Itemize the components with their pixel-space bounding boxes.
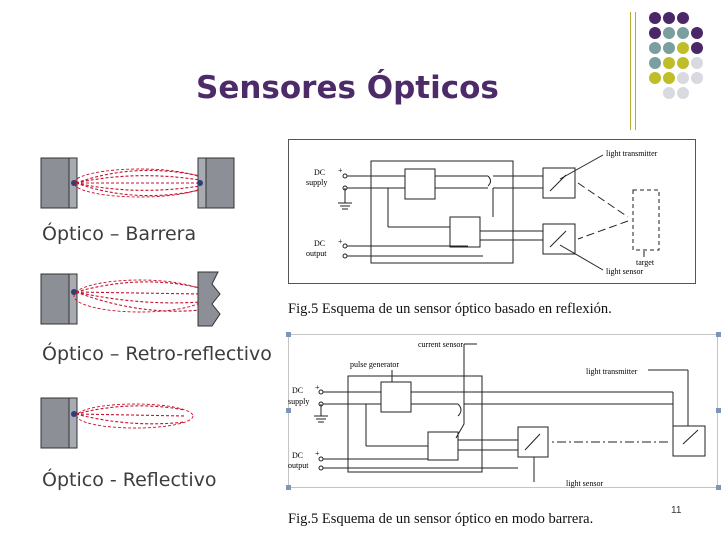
d1-plus-label: + (338, 166, 343, 175)
caption-reflective: Óptico - Reflectivo (42, 469, 217, 491)
d1-output-label: output (306, 249, 327, 258)
diagram2-caption: Fig.5 Esquema de un sensor óptico en mod… (288, 511, 594, 527)
reflective-sensor-illustration (40, 397, 194, 449)
decorative-dot (649, 57, 661, 69)
retro-beam (73, 279, 207, 313)
decorative-dot (663, 42, 675, 54)
decorative-dot (677, 72, 689, 84)
selection-handle-br (716, 485, 721, 490)
decorative-dot (691, 27, 703, 39)
decorative-dot (691, 57, 703, 69)
d2-light-transmitter-label: light transmitter (586, 367, 638, 376)
barrier-beam (73, 168, 207, 198)
decorative-dot (649, 12, 661, 24)
decorative-dot (677, 87, 689, 99)
selection-handle-ml (286, 408, 291, 413)
selection-handle-mr (716, 408, 721, 413)
d1-plus2-label: + (338, 237, 343, 246)
barrier-sensor-illustration (40, 157, 235, 209)
decorative-dot (691, 72, 703, 84)
d2-supply-label: supply (288, 397, 309, 406)
page-number: 11 (671, 505, 682, 516)
d2-plus2-label: + (315, 449, 320, 458)
d1-dc-label: DC (314, 168, 325, 177)
decorative-dot (663, 72, 675, 84)
d2-pulse-generator-label: pulse generator (350, 360, 399, 369)
reflective-beam (75, 403, 194, 429)
selection-handle-bl (286, 485, 291, 490)
slide-title: Sensores Ópticos (196, 70, 499, 106)
decorative-dot (663, 12, 675, 24)
decorative-dot (649, 72, 661, 84)
d2-light-sensor-label: light sensor (566, 479, 603, 488)
caption-retroreflective: Óptico – Retro-reflectivo (42, 343, 272, 365)
d1-light-sensor-label: light sensor (606, 267, 643, 276)
decorative-dot (649, 42, 661, 54)
d1-target-label: target (636, 258, 655, 267)
decorative-dot (677, 57, 689, 69)
d2-current-sensor-label: current sensor (418, 340, 463, 349)
d2-dc2-label: DC (292, 451, 303, 460)
selection-handle-tr (716, 332, 721, 337)
d1-supply-label: supply (306, 178, 327, 187)
decorative-dot (649, 27, 661, 39)
decorative-dot (663, 57, 675, 69)
decorative-dot (663, 27, 675, 39)
decorative-dot (663, 87, 675, 99)
d2-output-label: output (288, 461, 309, 470)
decorative-dot (677, 12, 689, 24)
accent-line-2 (635, 12, 636, 130)
caption-barrier: Óptico – Barrera (42, 223, 197, 245)
barrier-mode-diagram: DC supply + DC output + current sensor p… (288, 334, 718, 488)
decorative-dot (677, 42, 689, 54)
decorative-dot (691, 42, 703, 54)
d1-dc2-label: DC (314, 239, 325, 248)
retroreflective-sensor-illustration (40, 271, 221, 327)
accent-line-1 (630, 12, 631, 130)
decorative-dot-grid (649, 12, 703, 99)
diagram1-caption: Fig.5 Esquema de un sensor óptico basado… (288, 301, 612, 317)
decorative-dot (677, 27, 689, 39)
d1-light-transmitter-label: light transmitter (606, 149, 658, 158)
sensor-types-panel: Óptico – Barrera Óptico – Retro-reflecti… (22, 136, 272, 494)
reflection-sensor-diagram: DC supply + DC output + light transmitte… (288, 139, 696, 284)
d2-dc-label: DC (292, 386, 303, 395)
d2-plus-label: + (315, 383, 320, 392)
selection-handle-tl (286, 332, 291, 337)
